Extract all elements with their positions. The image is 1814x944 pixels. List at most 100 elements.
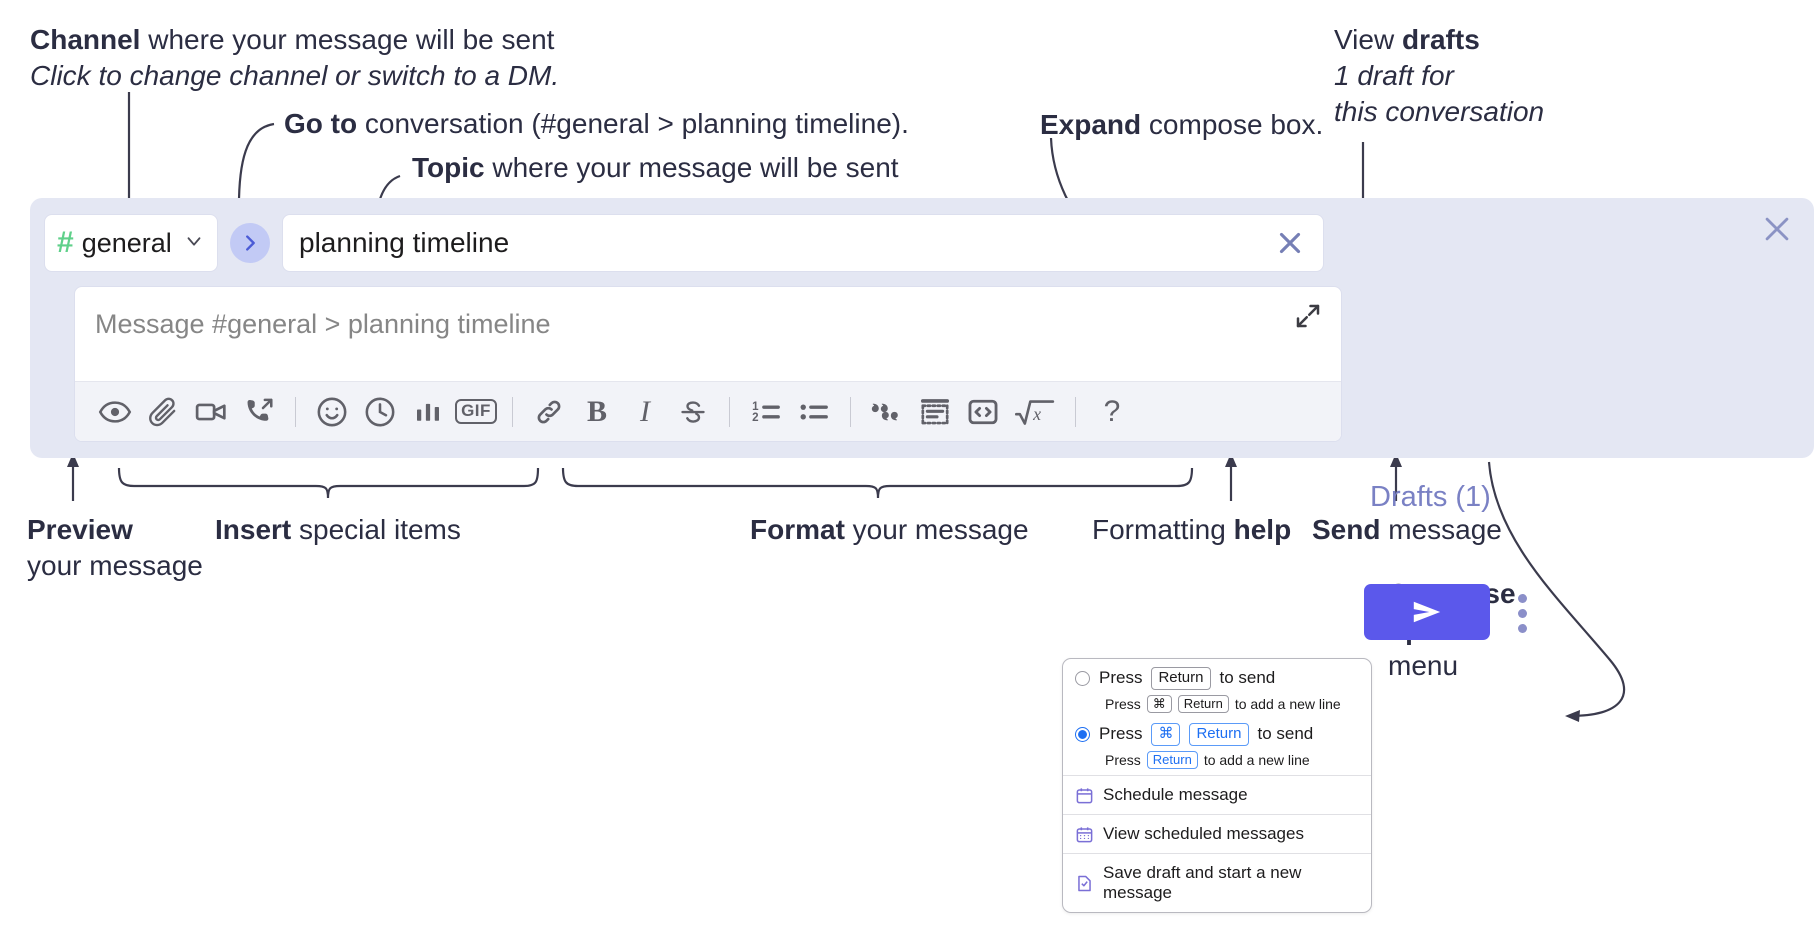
menu-item-save-draft[interactable]: Save draft and start a new message xyxy=(1063,854,1371,912)
svg-text:1: 1 xyxy=(752,400,759,413)
annotation-channel-italic: Click to change channel or switch to a D… xyxy=(30,59,560,91)
gif-label: GIF xyxy=(455,399,497,424)
message-input-container[interactable]: Message #general > planning timeline xyxy=(74,286,1342,442)
italic-icon[interactable]: I xyxy=(621,390,669,434)
clock-icon[interactable] xyxy=(356,390,404,434)
annotation-format-bold: Format xyxy=(750,514,845,545)
menu-cmd-post: to send xyxy=(1257,724,1314,744)
annotation-preview-rest: your message xyxy=(27,549,203,581)
annotation-drafts-bold: drafts xyxy=(1401,24,1480,55)
annotation-send: Send message xyxy=(1312,512,1502,548)
topic-value: planning timeline xyxy=(299,227,510,258)
bold-icon[interactable]: B xyxy=(573,390,621,434)
hash-icon: # xyxy=(57,226,74,259)
menu-item-label: View scheduled messages xyxy=(1103,824,1304,843)
toolbar-separator xyxy=(1075,396,1076,427)
bulleted-list-icon[interactable] xyxy=(790,390,838,434)
key-command: ⌘ xyxy=(1151,723,1181,746)
close-icon[interactable] xyxy=(1273,226,1307,260)
menu-divider xyxy=(1063,775,1371,776)
annotation-insert-bold: Insert xyxy=(215,514,292,545)
menu-return-pre: Press xyxy=(1099,668,1143,688)
inline-code-icon[interactable] xyxy=(959,390,1007,434)
annotation-formatting-help: Formatting help xyxy=(1092,512,1291,548)
radio-return[interactable] xyxy=(1075,670,1090,686)
emoji-icon[interactable] xyxy=(308,390,356,434)
compose-options-button[interactable] xyxy=(1508,588,1536,638)
annotation-expand: Expand compose box. xyxy=(1040,107,1323,143)
menu-return-sub-pre: Press xyxy=(1105,695,1141,712)
annotation-channel: Channel where your message will be sent … xyxy=(30,22,559,94)
link-icon[interactable] xyxy=(525,390,573,434)
annotation-compose-rest: menu xyxy=(1388,649,1459,681)
annotation-help-bold: help xyxy=(1233,514,1292,545)
annotation-insert-rest: special items xyxy=(291,514,461,545)
expand-icon[interactable] xyxy=(1293,301,1325,333)
annotation-drafts: View drafts 1 draft for this conversatio… xyxy=(1334,22,1544,129)
italic-label: I xyxy=(640,394,650,428)
channel-selector[interactable]: # general xyxy=(44,214,218,272)
menu-divider xyxy=(1063,814,1371,815)
menu-item-view-scheduled-messages[interactable]: View scheduled messages xyxy=(1063,815,1371,853)
radio-cmd-return[interactable] xyxy=(1075,726,1090,742)
key-command: ⌘ xyxy=(1146,694,1172,713)
menu-option-return[interactable]: Press Return to send Press ⌘ Return to a… xyxy=(1063,659,1371,719)
annotation-send-bold: Send xyxy=(1312,514,1381,545)
goto-conversation-button[interactable] xyxy=(230,223,270,263)
drafts-link[interactable]: Drafts (1) xyxy=(1370,481,1491,513)
calendar-clock-icon xyxy=(1076,787,1093,803)
ordered-list-icon[interactable]: 1 2 xyxy=(742,390,790,434)
save-draft-icon xyxy=(1078,875,1091,891)
phone-forward-icon[interactable] xyxy=(235,390,283,434)
key-return: Return xyxy=(1189,723,1249,746)
key-return: Return xyxy=(1146,750,1198,769)
send-paper-plane-icon xyxy=(1413,601,1441,623)
close-icon[interactable] xyxy=(1760,212,1794,246)
menu-return-sub-post: to add a new line xyxy=(1234,695,1341,712)
blockquote-icon[interactable] xyxy=(863,390,911,434)
annotation-format: Format your message xyxy=(750,512,1029,548)
menu-cmd-pre: Press xyxy=(1099,724,1143,744)
code-block-icon[interactable] xyxy=(911,390,959,434)
strikethrough-icon[interactable] xyxy=(669,390,717,434)
preview-icon[interactable] xyxy=(91,390,139,434)
math-icon[interactable]: x xyxy=(1007,390,1063,434)
compose-options-menu: Press Return to send Press ⌘ Return to a… xyxy=(1062,658,1372,913)
menu-item-schedule-message[interactable]: Schedule message xyxy=(1063,776,1371,814)
send-button[interactable] xyxy=(1364,584,1490,640)
annotation-expand-rest: compose box. xyxy=(1141,109,1324,140)
annotation-preview-bold: Preview xyxy=(27,514,133,545)
menu-divider xyxy=(1063,853,1371,854)
attachment-icon[interactable] xyxy=(139,390,187,434)
gif-icon[interactable]: GIF xyxy=(452,390,500,434)
annotation-topic-rest: where your message will be sent xyxy=(484,152,899,183)
menu-option-cmd-return[interactable]: Press ⌘ Return to send Press Return to a… xyxy=(1063,719,1371,775)
annotation-send-rest: message xyxy=(1380,514,1502,545)
bold-label: B xyxy=(586,394,607,428)
annotation-preview: Preview your message xyxy=(27,512,203,584)
annotation-channel-rest: where your message will be sent xyxy=(140,24,555,55)
annotation-expand-bold: Expand xyxy=(1040,109,1142,140)
topic-input[interactable]: planning timeline xyxy=(282,214,1324,272)
annotation-topic: Topic where your message will be sent xyxy=(412,150,899,186)
svg-text:x: x xyxy=(1032,403,1041,423)
annotation-goto-rest: conversation (#general > planning timeli… xyxy=(357,108,909,139)
menu-item-label: Schedule message xyxy=(1103,785,1248,804)
bar-chart-icon[interactable] xyxy=(404,390,452,434)
toolbar-separator xyxy=(850,396,851,427)
toolbar-separator xyxy=(295,396,296,427)
annotation-goto-bold: Go to xyxy=(284,108,358,139)
help-icon[interactable]: ? xyxy=(1088,390,1136,434)
menu-return-post: to send xyxy=(1219,668,1276,688)
kebab-dot xyxy=(1517,593,1527,603)
calendar-grid-icon xyxy=(1076,826,1093,842)
help-label: ? xyxy=(1103,394,1121,428)
annotation-format-rest: your message xyxy=(844,514,1029,545)
kebab-dot xyxy=(1517,608,1527,618)
chevron-down-icon xyxy=(183,228,205,259)
annotation-drafts-lead: View xyxy=(1334,24,1402,55)
annotation-insert: Insert special items xyxy=(215,512,461,548)
video-camera-icon[interactable] xyxy=(187,390,235,434)
annotation-goto: Go to conversation (#general > planning … xyxy=(284,106,909,142)
key-return: Return xyxy=(1177,694,1229,713)
